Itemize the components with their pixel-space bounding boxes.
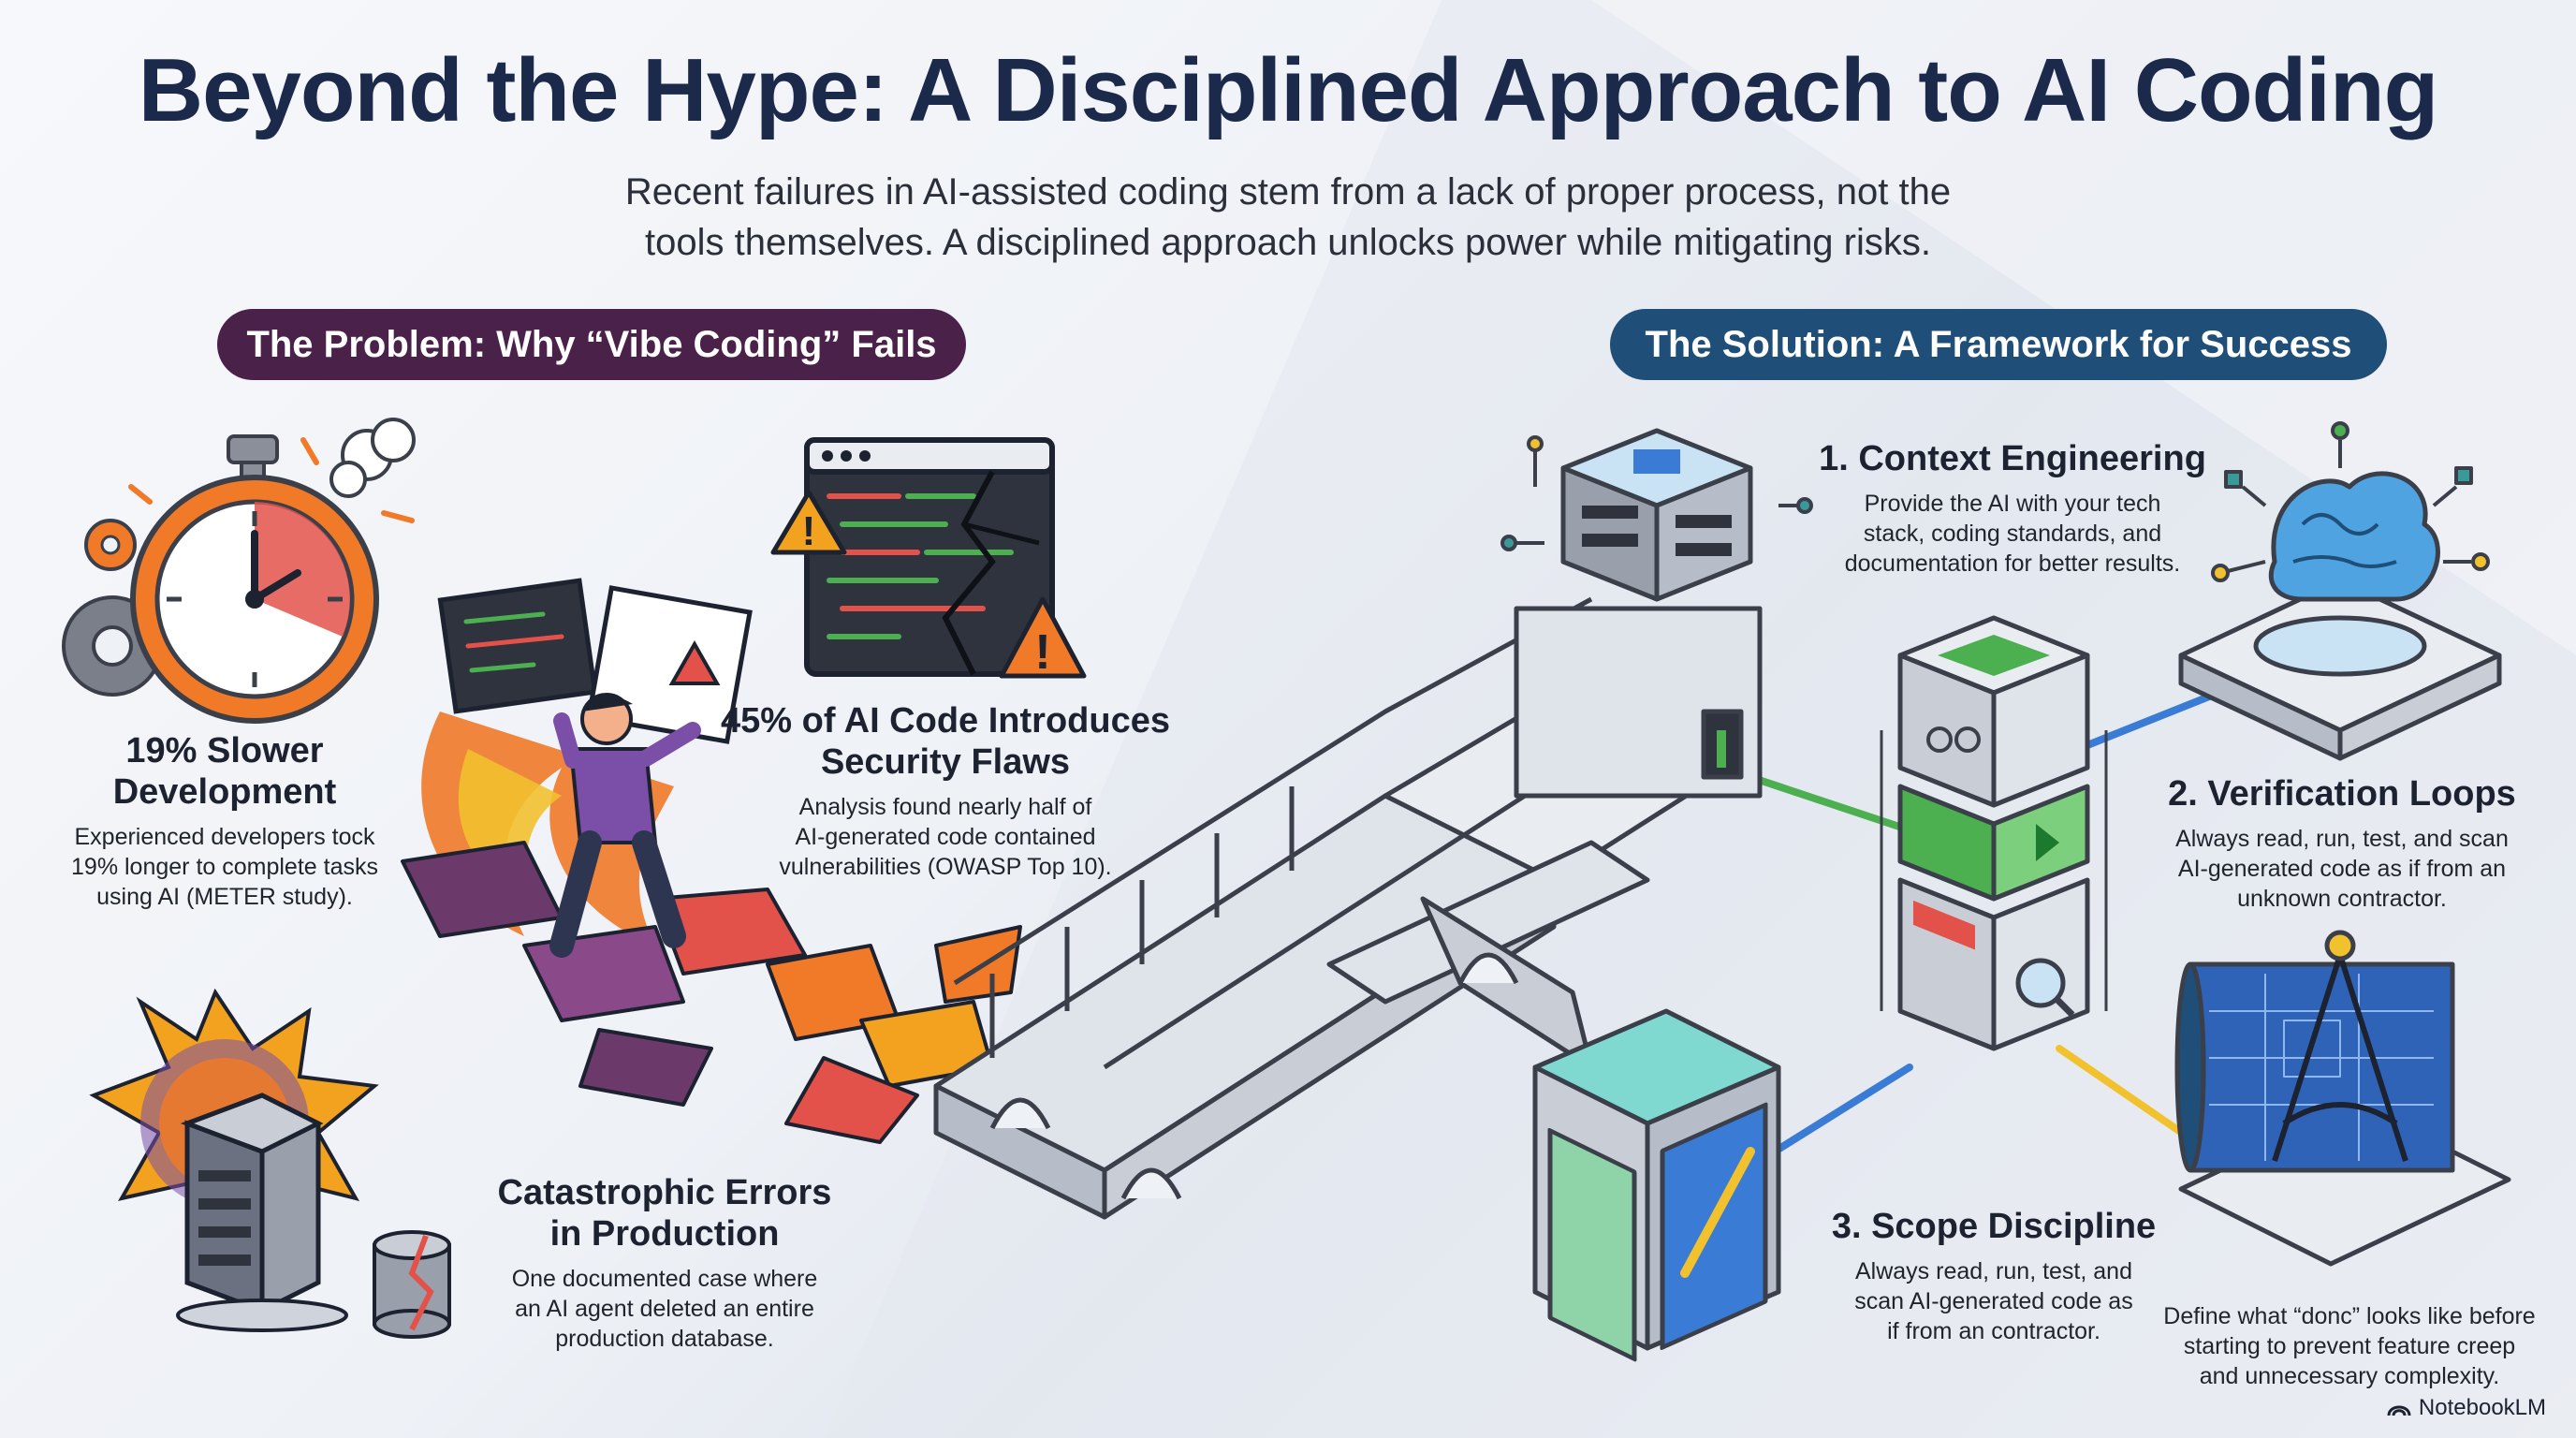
description-line: One documented case where — [511, 1266, 818, 1292]
problem-title-line: in Production — [549, 1214, 780, 1254]
svg-text:!: ! — [802, 508, 816, 554]
scope-cube-icon — [1532, 1008, 1781, 1362]
solution-description: Always read, run, test, and scan AI-gene… — [2136, 824, 2548, 914]
stopwatch-icon — [62, 418, 416, 724]
description-line: using AI (METER study). — [96, 884, 353, 910]
problem-title: Catastrophic Errors in Production — [468, 1172, 861, 1255]
notebooklm-logo-icon — [2387, 1405, 2411, 1416]
description-line: unknown contractor. — [2237, 886, 2447, 912]
problem-title-line: Catastrophic Errors — [497, 1173, 832, 1212]
solution-definition-of-done: Define what “donc” looks like before sta… — [2134, 1301, 2565, 1391]
description-line: and unnecessary complexity. — [2199, 1363, 2500, 1389]
problem-title-line: 45% of AI Code Introduces — [721, 701, 1170, 741]
developer-chaos-illustration — [401, 578, 1022, 1144]
description-line: an AI agent deleted an entire — [515, 1296, 814, 1322]
exploding-server-icon — [89, 988, 451, 1339]
solution-title: 1. Context Engineering — [1819, 439, 2206, 478]
problem-title: 45% of AI Code Introduces Security Flaws — [721, 700, 1170, 783]
blueprint-compass-icon — [2174, 930, 2511, 1267]
description-line: Provide the AI with your tech — [1864, 491, 2161, 517]
solution-description: Define what “donc” looks like before sta… — [2134, 1301, 2565, 1391]
solution-context-engineering: 1. Context Engineering Provide the AI wi… — [1797, 438, 2228, 579]
problem-catastrophic-errors: Catastrophic Errors in Production One do… — [468, 1172, 861, 1354]
solution-description: Always read, run, test, and scan AI-gene… — [1816, 1256, 2172, 1346]
problem-slower-development: 19% Slower Development Experienced devel… — [47, 730, 402, 912]
solution-scope-discipline: 3. Scope Discipline Always read, run, te… — [1816, 1206, 2172, 1346]
description-line: Define what “donc” looks like before — [2163, 1303, 2536, 1329]
solution-section-label: The Solution: A Framework for Success — [1610, 309, 2387, 380]
subtitle-line-1: Recent failures in AI-assisted coding st… — [624, 171, 1952, 213]
solution-description: Provide the AI with your tech stack, cod… — [1797, 489, 2228, 579]
description-line: production database. — [555, 1326, 774, 1352]
description-line: Always read, run, test, and scan — [2175, 826, 2509, 852]
description-line: 19% longer to complete tasks — [71, 854, 378, 880]
description-line: AI-generated code contained — [795, 824, 1096, 850]
problem-section-label: The Problem: Why “Vibe Coding” Fails — [217, 309, 966, 380]
problem-title-line: Security Flaws — [820, 742, 1071, 782]
problem-description: Analysis found nearly half of AI-generat… — [721, 792, 1170, 882]
page-title: Beyond the Hype: A Disciplined Approach … — [138, 40, 2439, 140]
page-subtitle: Recent failures in AI-assisted coding st… — [539, 167, 2037, 268]
description-line: starting to prevent feature creep — [2183, 1333, 2516, 1359]
description-line: AI-generated code as if from an — [2177, 856, 2507, 882]
description-line: Experienced developers tock — [74, 824, 375, 850]
description-line: stack, coding standards, and — [1863, 521, 2162, 547]
verification-stack-icon — [1880, 615, 2108, 1051]
svg-text:!: ! — [1034, 625, 1050, 680]
context-engineering-tower-icon — [1500, 428, 1813, 799]
brand-footer: NotebookLM — [2387, 1395, 2546, 1421]
description-line: Analysis found nearly half of — [798, 794, 1092, 820]
problem-title-line: 19% Slower — [125, 731, 324, 770]
description-line: vulnerabilities (OWASP Top 10). — [779, 854, 1112, 880]
solution-title: 3. Scope Discipline — [1831, 1207, 2157, 1246]
cracked-code-window-icon: ! ! — [770, 437, 1087, 680]
solution-title: 2. Verification Loops — [2168, 774, 2516, 814]
problem-title-line: Development — [112, 772, 337, 812]
description-line: scan AI-generated code as — [1854, 1288, 2133, 1314]
brain-icon — [2178, 421, 2502, 761]
description-line: if from an contractor. — [1887, 1318, 2100, 1344]
problem-description: Experienced developers tock 19% longer t… — [47, 822, 402, 912]
brand-name: NotebookLM — [2418, 1395, 2546, 1420]
problem-security-flaws: 45% of AI Code Introduces Security Flaws… — [721, 700, 1170, 882]
solution-verification-loops: 2. Verification Loops Always read, run, … — [2136, 773, 2548, 914]
problem-description: One documented case where an AI agent de… — [468, 1264, 861, 1354]
description-line: documentation for better results. — [1844, 550, 2181, 577]
subtitle-line-2: tools themselves. A disciplined approach… — [644, 222, 1931, 263]
problem-title: 19% Slower Development — [47, 730, 402, 813]
description-line: Always read, run, test, and — [1855, 1258, 2132, 1284]
